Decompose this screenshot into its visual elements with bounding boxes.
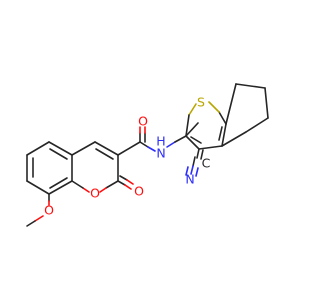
nitrile-carbon-label: C [202,156,211,171]
bond-lines [26,83,269,227]
atom-labels: S N H C N O O O O [44,95,211,218]
amide-nitrogen-label: N [156,146,165,161]
amide-hydrogen-label: H [156,134,165,149]
methoxy-oxygen-label: O [44,203,54,218]
ring-oxygen-label: O [90,186,100,201]
amide-oxygen-label: O [138,114,148,129]
sulfur-atom-label: S [197,95,205,110]
molecule-structure: S N H C N O O O O [26,83,269,227]
lactone-oxygen-label: O [134,184,144,199]
nitrile-nitrogen-label: N [185,172,194,187]
